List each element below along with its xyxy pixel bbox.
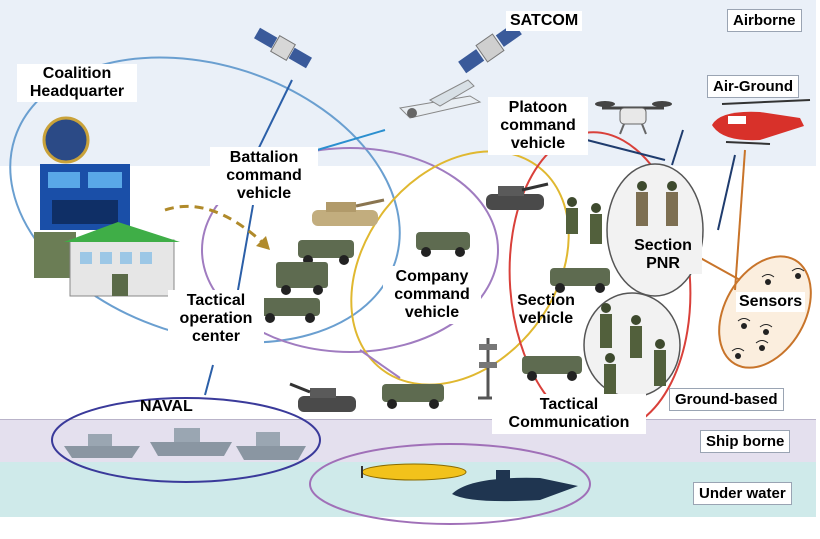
section-vehicle-line-1: Section [517,292,575,309]
coalition-hq-line-1: Coalition [42,65,112,82]
humvee-icon [522,356,582,381]
hq-emblem-icon [42,116,90,164]
pnr-ring-upper [606,163,704,297]
tactical-op-line-2: operation [179,309,253,327]
section-vehicle-label: Section vehicle [508,292,584,328]
company-label: Company command vehicle [383,266,481,324]
humvee-icon [382,384,444,409]
sensor-icon [755,340,769,351]
company-line-3: vehicle [404,303,460,321]
shipborne-band [0,419,816,463]
soldier-icon [604,353,616,394]
platoon-line-3: vehicle [510,134,566,152]
battalion-line-1: Battalion [229,149,299,166]
section-pnr-line-2: PNR [646,254,680,272]
sensor-icon [731,348,745,359]
sensor-icon [791,268,805,279]
top-link-pnr [671,129,684,166]
dashed-arrow-head [256,236,270,250]
warship-icon [236,432,306,460]
tactical-comm-line-1: Tactical [539,396,599,413]
warship-icon [64,434,140,458]
pnr-link-sensors [694,254,741,281]
humvee-icon [276,262,328,295]
tactical-operation-label: Tactical operation center [168,290,264,348]
humvee-icon [550,268,610,293]
platoon-label: Platoon command vehicle [488,97,588,155]
sensors-label: Sensors [736,292,806,312]
drone-icon [398,79,482,119]
naval-ring [51,397,321,483]
battalion-network-ring [201,147,499,353]
satellite-icon [254,27,312,69]
domain-under-water: Under water [693,482,792,505]
building-icon [34,222,180,297]
tactical-op-line-3: center [191,327,241,345]
satcom-label: SATCOM [506,11,583,31]
hq-network-ring [9,56,401,344]
soldier-icon [590,203,602,244]
tactical-communication-label: Tactical Communication [492,394,646,434]
platoon-line-2: command [500,116,576,134]
helicopter-icon [712,99,811,145]
battalion-line-3: vehicle [236,184,292,202]
battalion-label: Battalion command vehicle [210,147,318,205]
naval-link-toc [204,364,214,396]
radio-tower-icon [478,338,498,400]
domain-airborne: Airborne [727,9,802,32]
humvee-icon [298,240,354,265]
company-line-2: command [394,285,470,303]
heli-link-sensors [734,149,746,291]
soldier-icon [636,181,648,226]
tactical-comm-line-2: Communication [508,413,630,431]
soldier-icon [566,197,578,234]
coalition-hq-line-2: Headquarter [29,82,125,100]
submarine-icon [452,470,578,502]
section-pnr-line-1: Section [634,237,692,254]
domain-ship-borne: Ship borne [700,430,791,453]
auv-icon [361,463,467,481]
section-pnr-label: Section PNR [624,236,702,274]
heli-link-section [717,154,736,231]
platoon-line-1: Platoon [508,99,568,116]
sensor-icon [759,324,773,335]
coalition-hq-label: Coalition Headquarter [17,64,137,102]
tank-icon [312,198,385,226]
humvee-icon [416,232,470,257]
soldier-icon [666,181,678,226]
underwater-ring [309,443,591,525]
soldier-icon [630,315,642,358]
sensor-icon [761,274,775,285]
naval-label: NAVAL [140,398,193,415]
tank-icon [486,182,549,210]
soldier-icon [600,303,612,348]
sensor-field-ring [718,255,812,369]
company-line-1: Company [395,268,469,285]
quadcopter-icon [595,101,672,135]
warship-icon [150,428,232,456]
tank-icon [289,382,356,412]
domain-ground-based: Ground-based [669,388,784,411]
section-vehicle-line-2: vehicle [518,309,574,327]
soldier-icon [654,339,666,386]
humvee-icon [260,298,320,323]
hq-to-battalion-dashed-arrow [164,204,264,244]
sensor-icon [737,318,751,329]
company-network-ring [350,150,570,386]
toc-link-battalion [237,204,254,291]
domain-air-ground: Air-Ground [707,75,799,98]
battalion-line-2: command [226,166,302,184]
company-link-vehicle [359,349,401,379]
tactical-op-line-1: Tactical [186,292,246,309]
